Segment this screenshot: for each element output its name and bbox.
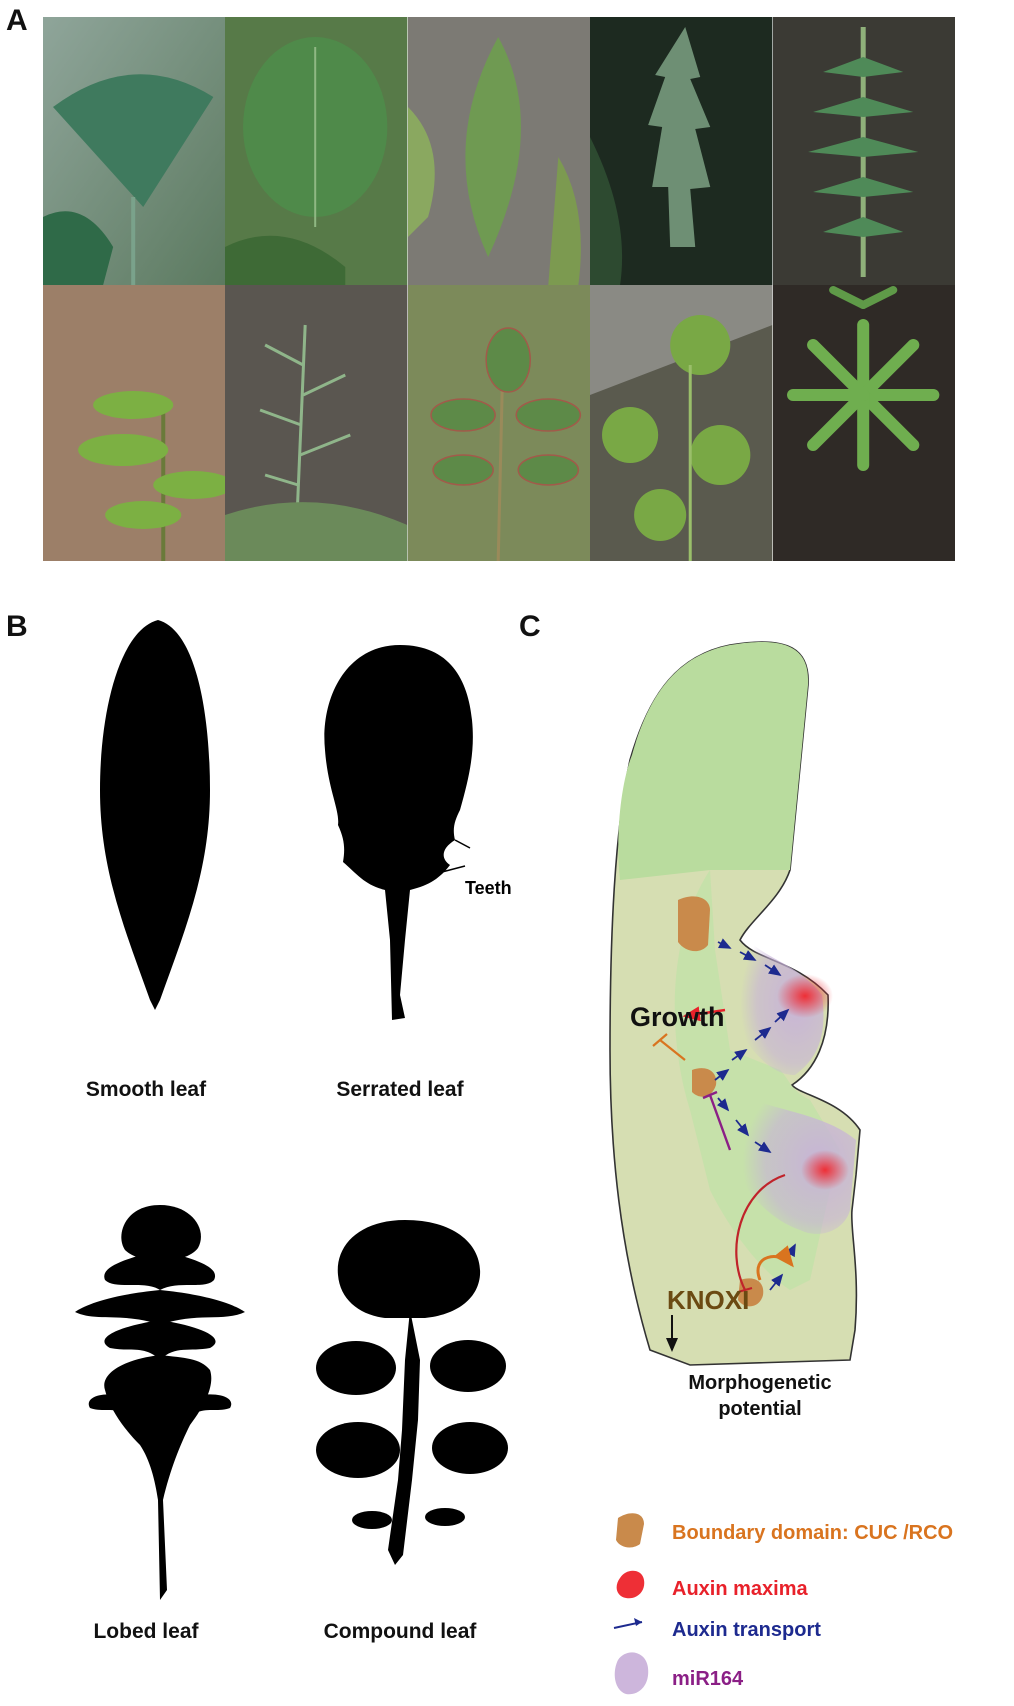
boundary-loop-arrow — [756, 1245, 794, 1281]
teeth-pointer-line-1 — [454, 839, 471, 849]
photo-ginkgo-leaf — [43, 17, 226, 285]
smooth-leaf-silhouette — [100, 620, 210, 1010]
panel-label-b: B — [6, 610, 28, 643]
legend-boundary-domain: Boundary domain: CUC /RCO — [672, 1522, 954, 1544]
auxin-maximum-2 — [801, 1150, 849, 1190]
mir164-zone-2 — [730, 1090, 856, 1234]
photo-lanceolate-leaf — [407, 17, 591, 285]
mir164-zone-1 — [730, 930, 824, 1075]
distal-green-region — [618, 641, 809, 880]
photo-heart-leaf — [225, 17, 408, 285]
lobed-leaf-label: Lobed leaf — [93, 1620, 199, 1643]
smooth-leaf-label: Smooth leaf — [85, 1078, 207, 1101]
teeth-label: Teeth — [465, 878, 512, 898]
photo-lobed-compound-leaf — [590, 285, 773, 561]
lobed-leaf-silhouette — [75, 1205, 245, 1600]
panel-label-a: A — [6, 4, 28, 37]
boundary-domain-legend-icon — [616, 1513, 644, 1548]
serrated-leaf-silhouette — [324, 645, 473, 1020]
serrated-leaf-label: Serrated leaf — [336, 1078, 464, 1101]
leaf-photo-grid — [43, 17, 955, 561]
legend-icons — [613, 1513, 649, 1695]
growth-label: Growth — [630, 1002, 725, 1032]
margin-diagram — [609, 641, 861, 1366]
teeth-pointer-line-2 — [441, 865, 466, 873]
compound-leaf-label: Compound leaf — [323, 1620, 477, 1643]
photo-palmate-leaf — [772, 285, 955, 561]
leaf-silhouettes — [75, 620, 508, 1600]
morphogenetic-potential-label: Morphogenetic potential — [670, 1370, 850, 1422]
morpho-line-2: potential — [718, 1398, 802, 1420]
boundary-domain-2 — [692, 1068, 717, 1097]
mir164-legend-icon — [614, 1652, 649, 1695]
boundary-domain-3 — [738, 1278, 764, 1307]
boundary-inhibition-growth — [652, 1033, 686, 1061]
growth-arrow — [682, 1006, 726, 1022]
auxin-maxima-legend-icon — [616, 1570, 645, 1599]
boundary-domain-1 — [678, 896, 710, 952]
morpho-line-1: Morphogenetic — [688, 1372, 832, 1394]
knox-label: KNOXI — [667, 1285, 750, 1315]
mir164-inhibition — [702, 1090, 732, 1151]
legend-auxin-maxima: Auxin maxima — [672, 1578, 808, 1600]
legend-auxin-transport: Auxin transport — [672, 1619, 821, 1641]
photo-bipinnate-seedling — [43, 285, 226, 561]
auxin-maximum-1 — [777, 974, 833, 1018]
photo-rose-compound-leaf — [407, 285, 591, 561]
compound-leaf-silhouette — [316, 1220, 508, 1565]
auxin-feedback-inhibition — [735, 1173, 786, 1294]
legend-mir164: miR164 — [672, 1668, 744, 1690]
panel-label-c: C — [519, 610, 541, 643]
photo-pinnatifid-fern — [772, 17, 955, 285]
photo-dissected-leaf — [225, 285, 408, 561]
photo-serrate-leaf — [590, 17, 773, 285]
